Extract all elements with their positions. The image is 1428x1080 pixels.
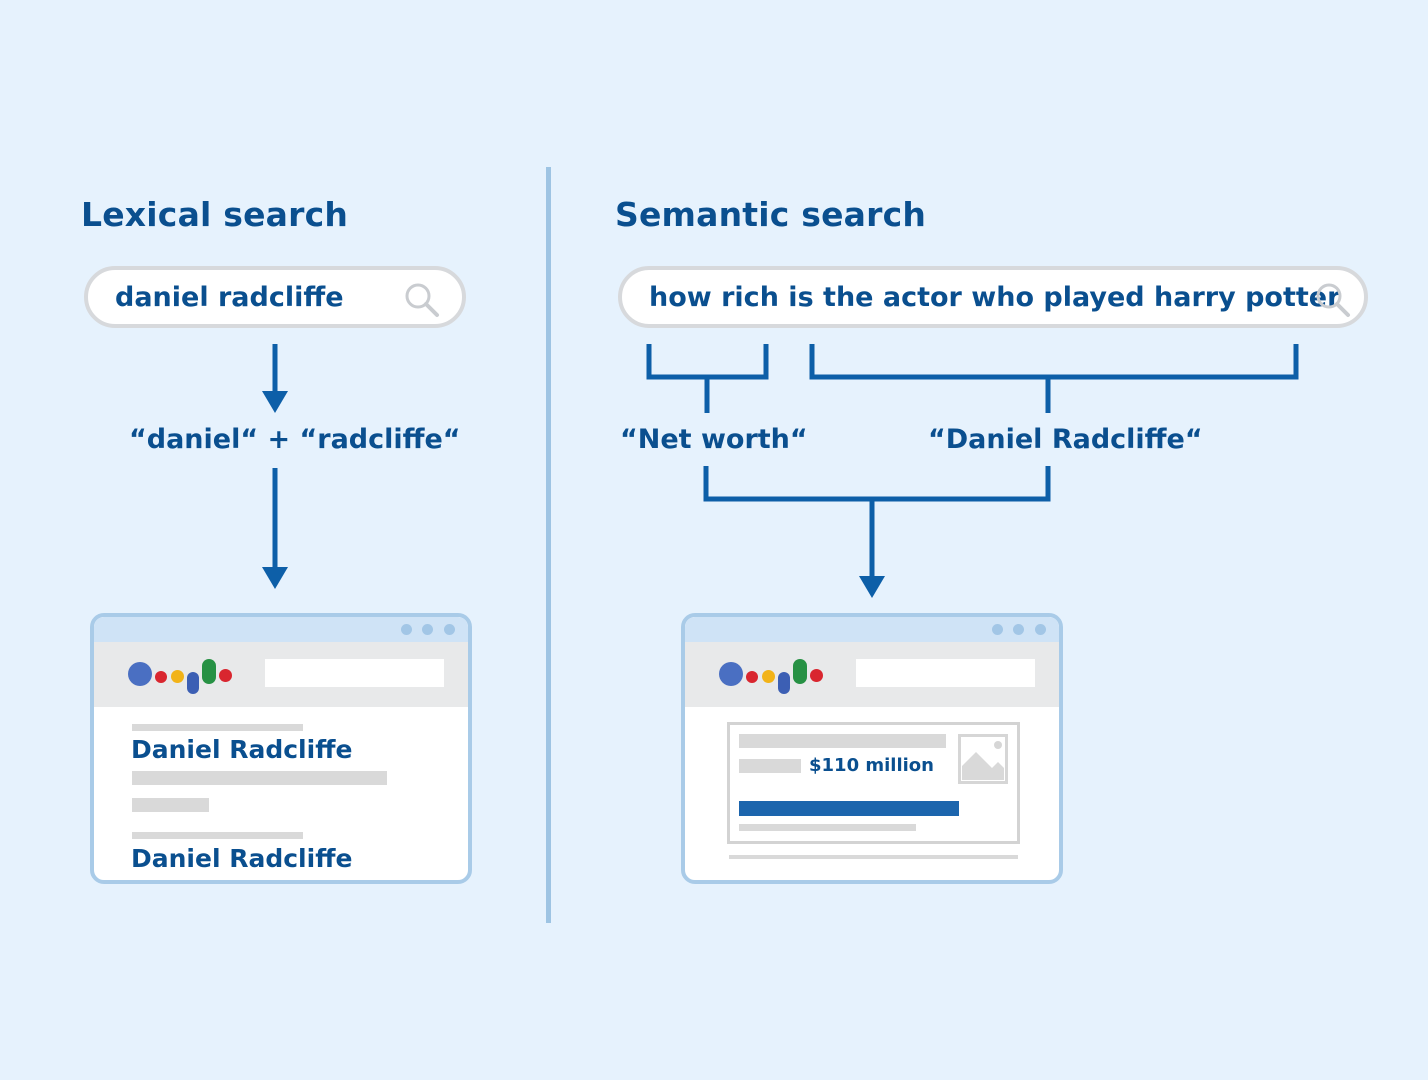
lexical-results-browser: Daniel Radcliffe Daniel Radcliffe xyxy=(90,613,472,884)
placeholder-line xyxy=(739,759,801,773)
lexical-search-query: daniel radcliffe xyxy=(115,282,344,313)
window-dot-icon xyxy=(992,624,1003,635)
window-dot-icon xyxy=(1013,624,1024,635)
section-divider xyxy=(546,167,551,923)
concept-daniel-radcliffe: “Daniel Radcliffe“ xyxy=(928,424,1203,455)
lexical-heading: Lexical search xyxy=(81,195,349,234)
image-placeholder-icon xyxy=(958,734,1008,784)
browser-search-field[interactable] xyxy=(265,659,444,687)
arrowhead-lexical-2 xyxy=(262,567,288,589)
semantic-heading: Semantic search xyxy=(615,195,927,234)
result-title[interactable]: Daniel Radcliffe xyxy=(131,735,353,764)
magnifier-icon[interactable] xyxy=(404,282,440,318)
browser-search-field[interactable] xyxy=(856,659,1035,687)
answer-card[interactable]: $110 million xyxy=(727,722,1020,844)
placeholder-line xyxy=(132,832,303,839)
window-dot-icon xyxy=(422,624,433,635)
semantic-search-box[interactable]: how rich is the actor who played harry p… xyxy=(618,266,1368,328)
result-title[interactable]: Daniel Radcliffe xyxy=(131,844,353,873)
placeholder-line xyxy=(132,724,303,731)
placeholder-line xyxy=(739,734,946,748)
arrowhead-semantic xyxy=(859,576,885,598)
answer-value: $110 million xyxy=(809,755,934,776)
magnifier-icon[interactable] xyxy=(1315,282,1351,318)
highlight-bar xyxy=(739,801,959,816)
placeholder-line xyxy=(739,824,916,831)
semantic-results-browser: $110 million xyxy=(681,613,1063,884)
lexical-tokens: “daniel“ + “radcliffe“ xyxy=(129,424,461,455)
window-dot-icon xyxy=(1035,624,1046,635)
placeholder-line xyxy=(132,771,387,785)
arrowhead-lexical-1 xyxy=(262,391,288,413)
lexical-search-box[interactable]: daniel radcliffe xyxy=(84,266,466,328)
placeholder-line xyxy=(729,855,1018,859)
semantic-search-query: how rich is the actor who played harry p… xyxy=(649,282,1341,313)
window-dot-icon xyxy=(444,624,455,635)
browser-titlebar xyxy=(685,617,1059,642)
browser-toolbar xyxy=(685,642,1059,707)
browser-toolbar xyxy=(94,642,468,707)
window-dot-icon xyxy=(401,624,412,635)
browser-titlebar xyxy=(94,617,468,642)
concept-net-worth: “Net worth“ xyxy=(620,424,808,455)
placeholder-line xyxy=(132,798,209,812)
